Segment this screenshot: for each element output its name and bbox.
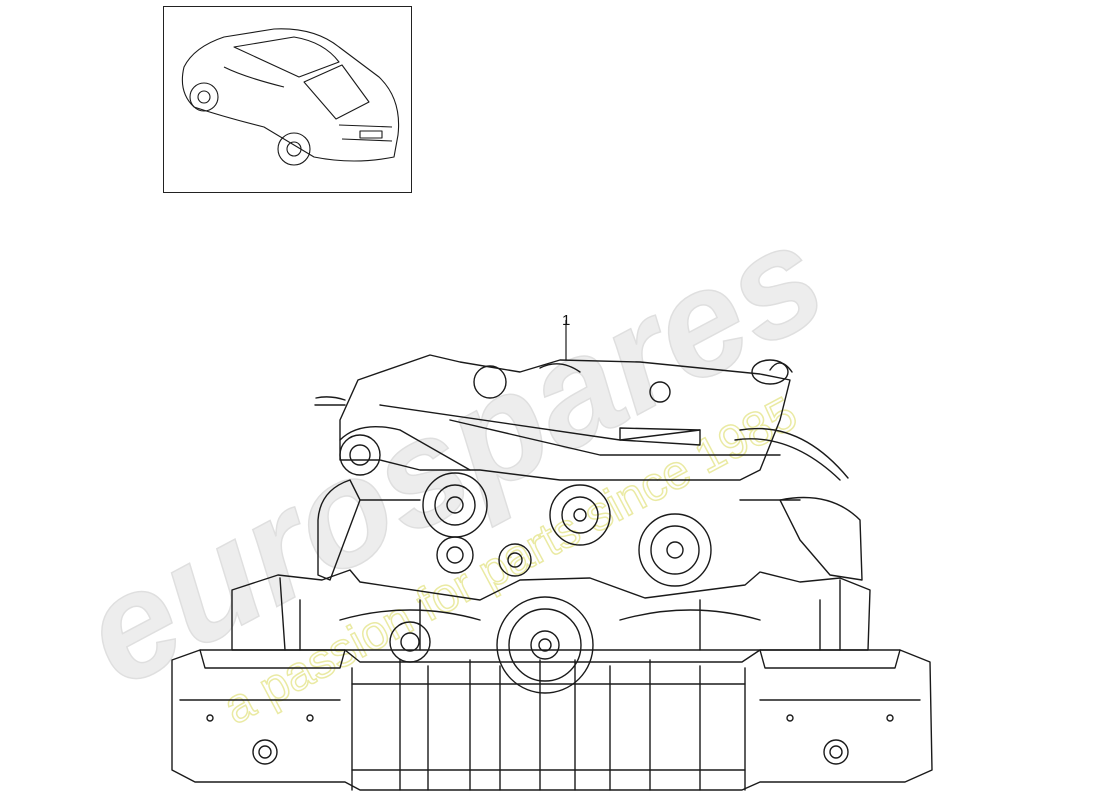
watermark: eurospares a passion for parts since 198…: [55, 189, 849, 735]
callout-label-1: 1: [562, 312, 571, 329]
car-thumbnail-drawing: [181, 28, 400, 166]
engine-assembly-drawing: [171, 354, 933, 791]
vehicle-thumbnail-frame: [163, 6, 412, 193]
